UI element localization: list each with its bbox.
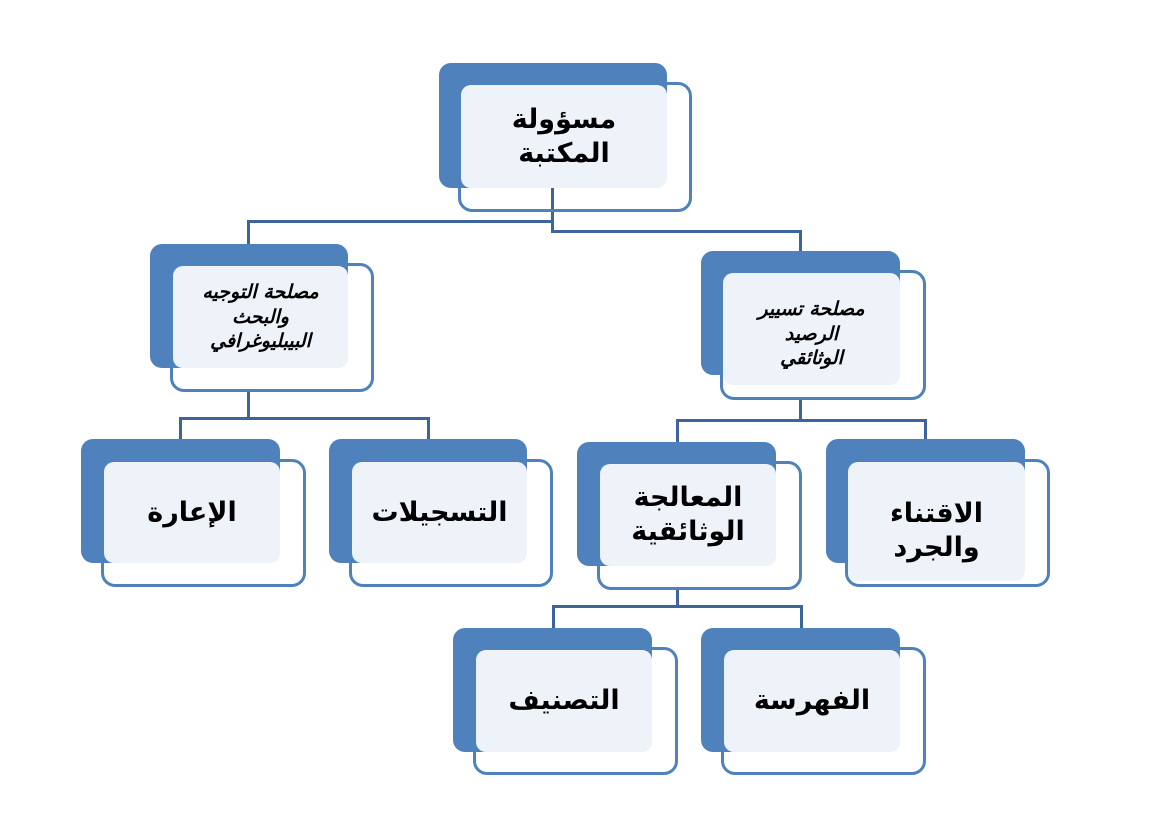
node-label: مصلحة التوجيه [202,280,319,303]
node-label: مسؤولة [511,103,617,135]
connector [799,400,802,421]
connector [799,230,802,251]
connector [247,220,250,245]
connector [800,605,803,628]
node-label: الإعارة [147,496,237,528]
node-label: مصلحة تسيير [758,297,865,320]
node-label: الفهرسة [753,685,871,717]
connector [179,417,430,420]
connector [247,220,553,223]
connector [676,419,679,442]
connector [247,392,250,419]
node-label: الوثائقي [780,347,843,370]
node-label: المعالجة [633,482,743,514]
connector [179,417,182,439]
node-label: الاقتناء [889,497,984,529]
node-label: البيبليوغرافي [210,330,311,353]
node-label: المكتبة [518,137,610,169]
connector [924,419,927,439]
node-label: التسجيلات [371,496,508,528]
node-label: والبحث [232,305,289,328]
connector [676,419,927,422]
connector [676,590,679,607]
connector [551,230,802,233]
node-label: والجرد [893,531,980,563]
connector [427,417,430,439]
node-label: التصنيف [508,685,620,717]
node-label: الرصيد [784,322,839,345]
connector [552,605,555,628]
connector [552,605,803,608]
node-label: الوثائقية [631,516,745,547]
